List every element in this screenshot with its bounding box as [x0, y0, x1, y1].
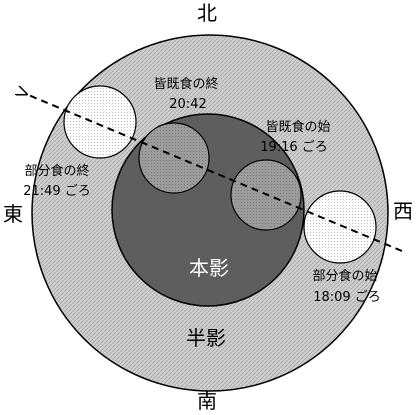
north-label: 北: [197, 1, 217, 25]
total-begin-name: 皆既食の始: [265, 119, 330, 135]
partial-end-time: 21:49 ごろ: [23, 183, 91, 199]
moon-partial-begin: [303, 190, 377, 264]
partial-begin-time: 18:09 ごろ: [313, 289, 381, 305]
moon-partial-end: [63, 85, 137, 159]
moon-path-arrow: [26, 94, 403, 252]
total-begin-time: 19:16 ごろ: [260, 139, 328, 155]
penumbra-label: 半影: [186, 326, 226, 350]
south-label: 南: [197, 389, 217, 413]
total-end-name: 皆既食の終: [153, 76, 218, 92]
partial-end-name: 部分食の終: [24, 163, 89, 179]
partial-begin-name: 部分食の始: [312, 268, 377, 284]
moon-total-end: [138, 122, 210, 194]
east-label: 東: [3, 202, 23, 226]
total-end-time: 20:42: [169, 97, 206, 112]
umbra-label: 本影: [189, 256, 229, 280]
west-label: 西: [393, 199, 413, 223]
